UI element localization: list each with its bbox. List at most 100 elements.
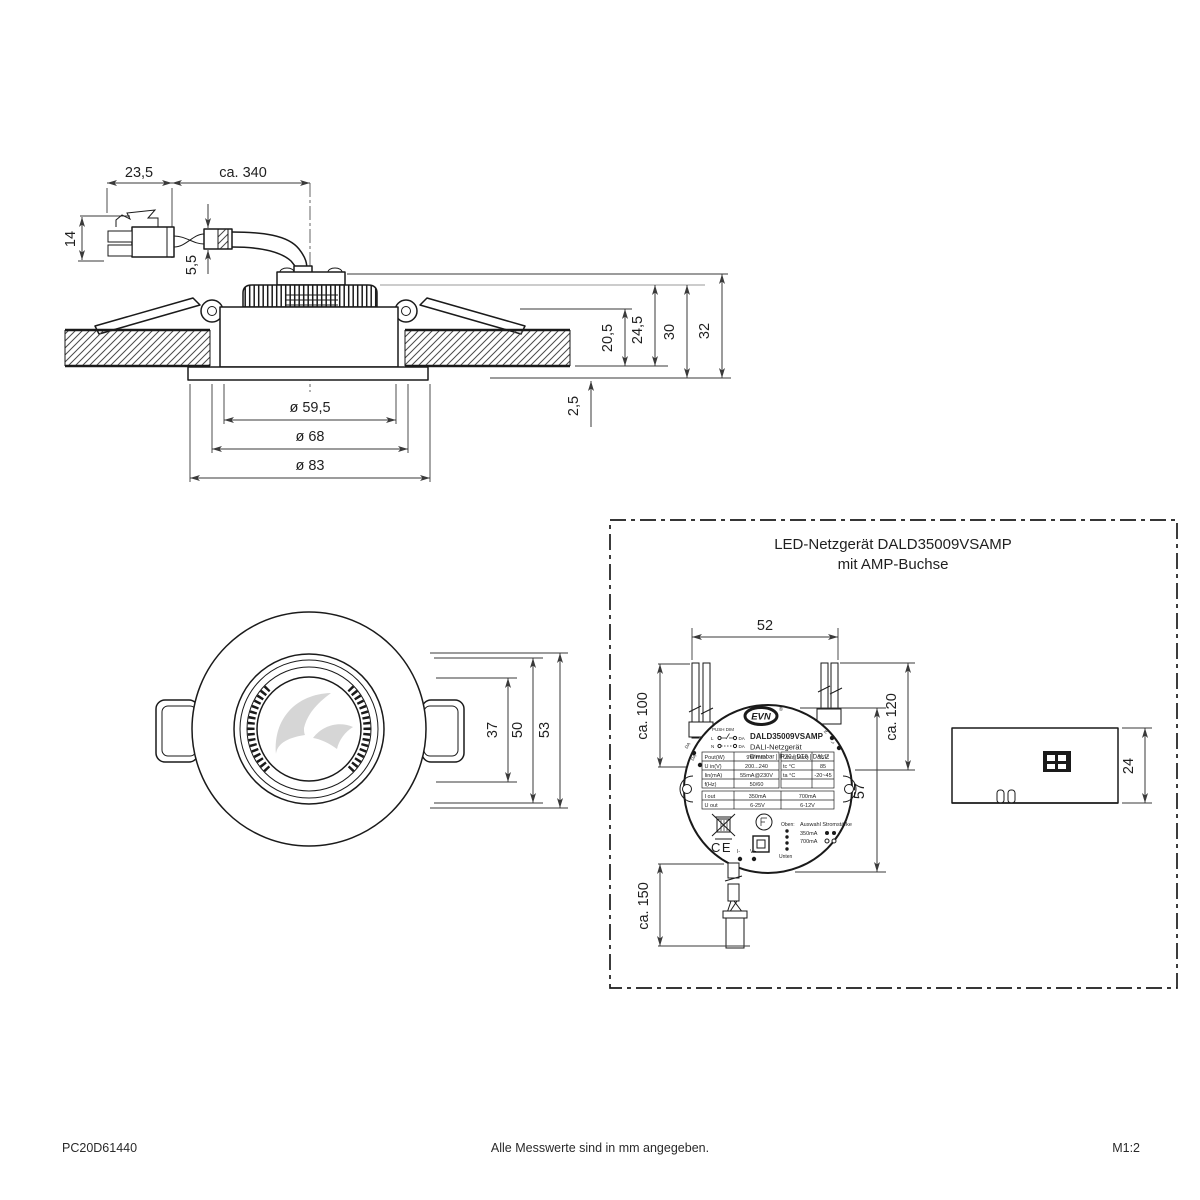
plug-pin-bottom	[107, 244, 133, 257]
psu-side-body	[951, 727, 1119, 804]
plug-latch	[115, 209, 159, 227]
wiring-da1: DA	[739, 736, 745, 741]
dim-trim-dia: ø 83	[295, 458, 324, 474]
spec-cell: -20~45	[814, 773, 831, 779]
dim-cable-length: ca. 340	[219, 165, 267, 181]
wiring-l: L	[711, 736, 714, 741]
downlight-fixture-section	[64, 265, 571, 381]
dim-outer-ring: 53	[537, 722, 553, 738]
spring-blade-right	[419, 297, 526, 335]
dim-psu-height: 57	[852, 783, 868, 799]
term-plus-label: V+	[750, 849, 756, 855]
terminal-l-label: L	[830, 739, 836, 744]
psu-foot-2	[1007, 789, 1016, 804]
output-cell: U out	[705, 803, 719, 809]
dim-connector-height: 14	[63, 231, 79, 247]
current-selection: Oben: Unten Auswahl Stromstärke 350mA 70…	[779, 822, 852, 860]
psu-foot-1	[996, 789, 1005, 804]
doc-number: PC20D61440	[62, 1141, 137, 1155]
output-cell: 350mA	[749, 794, 767, 800]
reg-mark: ®	[779, 706, 783, 713]
dim-recess-above-ceiling: 20,5	[600, 324, 616, 352]
psu-label: EVN ® PUSH DIM L DA N DA DALD35009VSAMP …	[684, 706, 852, 862]
spec-cell: U in(V)	[705, 764, 722, 770]
term-minus-dot	[737, 856, 743, 862]
spec-cell: tc °C	[783, 764, 795, 770]
term-minus-label: I-	[737, 849, 740, 855]
dim-inner-ring: 50	[510, 722, 526, 738]
terminal-dot-l	[836, 745, 842, 751]
spec-cell: 200...240	[745, 764, 768, 770]
sel-700: 700mA	[800, 839, 818, 845]
dali-wires	[816, 662, 843, 725]
sel-350: 350mA	[800, 831, 818, 837]
dim-side-height: 24	[1121, 758, 1137, 774]
output-cell: I out	[705, 794, 716, 800]
dim-cable-diameter: 5,5	[184, 255, 200, 275]
units-note: Alle Messwerte sind in mm angegeben.	[491, 1141, 709, 1155]
front-view: 37 50 53	[155, 611, 568, 847]
trim-ring	[187, 366, 429, 381]
dim-height-30: 30	[662, 324, 678, 340]
gimbal-outer-ring	[233, 653, 385, 805]
evn-logo	[743, 706, 779, 726]
double-insulation-icon	[752, 835, 770, 853]
screw-right	[327, 267, 343, 273]
psu-features: Dimmbar | IP20 | DT6 | DALI2	[750, 755, 830, 761]
psu-notch-left	[679, 775, 694, 803]
dim-wires-left: ca. 100	[635, 692, 651, 740]
footer: PC20D61440 Alle Messwerte sind in mm ang…	[62, 1141, 1140, 1155]
dim-lens: 37	[485, 722, 501, 738]
plug-pin-top	[107, 230, 133, 243]
psu-model: DALD35009VSAMP	[750, 732, 824, 741]
ferrule-hatch	[217, 228, 229, 250]
dim-psu-width: 52	[757, 618, 773, 634]
term-plus-dot	[751, 856, 757, 862]
spec-cell: 25V	[818, 755, 828, 761]
ceiling-left	[65, 331, 210, 365]
heatsink-fins	[242, 284, 378, 308]
top-bracket	[276, 271, 346, 286]
side-view: 23,5 ca. 340 14 5,5	[63, 165, 731, 482]
spec-cell: Pout(W)	[705, 755, 725, 761]
terminal-dot-n	[829, 735, 835, 741]
dim-body-dia: ø 68	[295, 429, 324, 445]
psu-detail-box: LED-Netzgerät DALD35009VSAMP mit AMP-Buc…	[609, 519, 1178, 989]
mains-wires	[688, 662, 714, 739]
output-table: I out 350mA 700mA U out 6-25V 6-12V	[701, 790, 835, 810]
dim-wire-bottom: ca. 150	[636, 882, 652, 930]
dim-cutout-dia: ø 59,5	[289, 400, 330, 416]
psu-side-view	[951, 727, 1119, 804]
terminal-dot-da2	[697, 762, 703, 768]
spec-cell: ta °C	[783, 773, 795, 779]
dim-height-32: 32	[697, 323, 713, 339]
cable-top-edge	[231, 231, 308, 272]
sel-title: Auswahl Stromstärke	[800, 822, 852, 828]
wiring-da2: DA	[739, 744, 745, 749]
psu-title-line2: mit AMP-Buchse	[838, 556, 949, 573]
knurl-ring-right	[347, 685, 371, 773]
weee-icon	[711, 813, 736, 840]
amp-socket-plug-body	[725, 917, 745, 949]
plug-wire-1	[173, 235, 205, 245]
sel-unten: Unten	[779, 854, 793, 860]
dim-wires-right: ca. 120	[884, 693, 900, 741]
terminal-n-label: N	[823, 729, 829, 735]
sel-oben: Oben:	[781, 822, 795, 828]
spec-cell: 9W max	[746, 755, 766, 761]
output-wire	[722, 862, 748, 949]
push-dim-label: PUSH DIM	[712, 727, 734, 732]
amp-socket-plug-lip	[722, 910, 748, 919]
push-dim-wiring: PUSH DIM L DA N DA	[711, 727, 745, 749]
psu-notch-right	[842, 775, 857, 803]
detail-box-border	[609, 519, 1178, 989]
evn-logo-text: EVN	[751, 712, 772, 723]
terminal-da2-label: DA	[690, 754, 698, 762]
plug-wire-2	[173, 233, 205, 248]
f-mark-icon	[755, 813, 773, 831]
spec-cell: 55mA@230V	[740, 773, 773, 779]
psu-title-line1: LED-Netzgerät DALD35009VSAMP	[774, 536, 1012, 553]
lens-highlight-2	[313, 724, 353, 749]
plug-body	[131, 226, 175, 258]
